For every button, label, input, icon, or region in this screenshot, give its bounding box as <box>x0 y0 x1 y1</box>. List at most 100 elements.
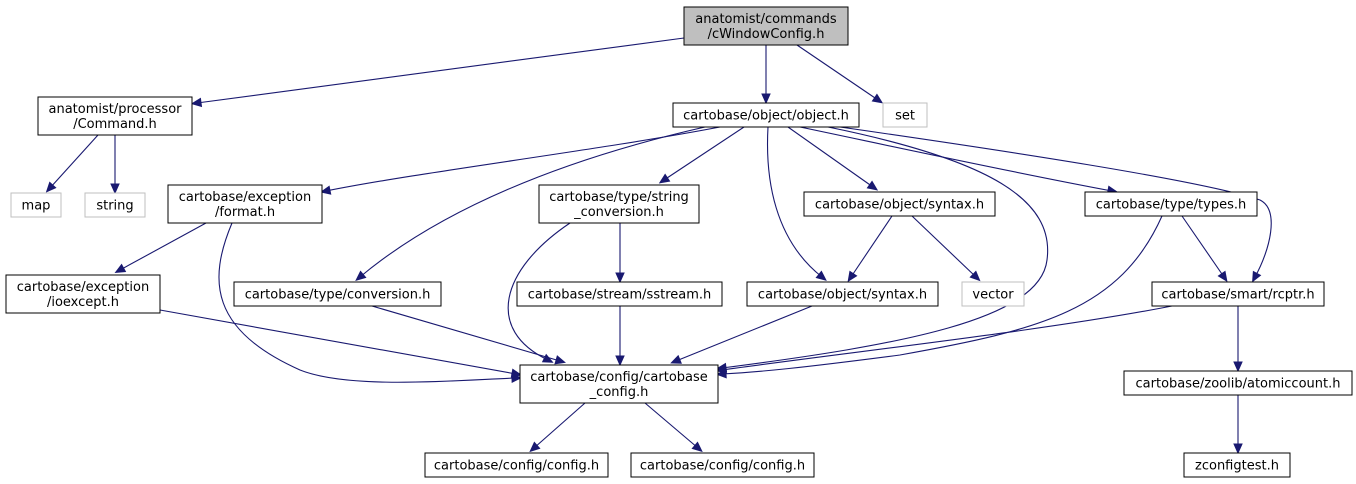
node-box <box>1183 452 1291 478</box>
node-label-line: cartobase/type/conversion.h <box>245 288 431 303</box>
edge-cartobase_config-to-config2 <box>644 402 703 453</box>
edge-line <box>196 37 685 104</box>
edge-line <box>721 305 1173 371</box>
edge-root-to-set <box>796 44 884 104</box>
node-label-line: cartobase/type/string <box>549 190 689 205</box>
node-label-line: cartobase/type/types.h <box>1096 198 1246 213</box>
node-label-line: cartobase/stream/sstream.h <box>528 288 712 303</box>
arrowhead <box>45 181 57 193</box>
edge-object-to-syntax_top <box>787 126 879 191</box>
node-set: set <box>882 102 928 128</box>
node-zconfigtest[interactable]: zconfigtest.h <box>1183 452 1291 478</box>
edge-line <box>767 126 823 278</box>
node-syntax_mid[interactable]: cartobase/object/syntax.h <box>746 281 939 307</box>
edge-syntax_top-to-vector <box>911 215 981 282</box>
arrowhead <box>355 270 367 281</box>
arrowhead <box>670 354 682 364</box>
node-sstream[interactable]: cartobase/stream/sstream.h <box>516 281 723 307</box>
node-box <box>683 6 849 46</box>
edge-root-to-object <box>761 45 771 105</box>
node-label-line: cartobase/exception <box>17 280 149 295</box>
node-label-line: set <box>895 109 915 124</box>
node-command[interactable]: anatomist/processor/Command.h <box>37 96 193 136</box>
edge-ioexcept-to-cartobase_config <box>159 309 523 378</box>
arrowhead <box>615 355 625 367</box>
edge-rcptr-to-cartobase_config <box>715 305 1173 375</box>
node-label-line: cartobase/smart/rcptr.h <box>1161 288 1314 303</box>
edge-line <box>1181 215 1225 278</box>
edge-root-to-command <box>190 37 685 108</box>
edge-types-to-rcptr <box>1181 215 1228 283</box>
arrowhead <box>658 173 671 184</box>
edge-line <box>850 215 893 278</box>
edge-line <box>796 44 879 101</box>
node-box <box>672 102 860 128</box>
node-box <box>630 452 815 478</box>
node-ioexcept[interactable]: cartobase/exception/ioexcept.h <box>5 274 161 314</box>
edge-line <box>533 402 586 449</box>
node-map: map <box>10 192 62 218</box>
edge-line <box>911 215 977 278</box>
edge-line <box>218 222 517 383</box>
node-label-line: cartobase/config/cartobase <box>530 370 708 385</box>
arrowhead <box>114 263 127 273</box>
node-cartobase_config[interactable]: cartobase/config/cartobase_config.h <box>519 364 719 404</box>
node-label-line: cartobase/object/syntax.h <box>758 288 927 303</box>
node-label-line: cartobase/config/config.h <box>434 459 599 474</box>
edge-line <box>371 305 561 362</box>
node-config1[interactable]: cartobase/config/config.h <box>424 452 609 478</box>
arrowhead <box>761 93 771 105</box>
edge-line <box>159 309 517 375</box>
node-box <box>882 102 928 128</box>
edge-syntax_mid-to-cartobase_config <box>670 305 813 364</box>
edge-line <box>787 126 874 188</box>
arrowhead <box>529 441 541 453</box>
edge-line <box>799 126 1113 192</box>
node-syntax_top[interactable]: cartobase/object/syntax.h <box>803 191 996 217</box>
arrowhead <box>1233 443 1243 455</box>
node-box <box>961 281 1025 307</box>
node-label-line: /cWindowConfig.h <box>708 27 825 42</box>
node-types[interactable]: cartobase/type/types.h <box>1084 191 1258 217</box>
node-rcptr[interactable]: cartobase/smart/rcptr.h <box>1151 281 1325 307</box>
node-box <box>424 452 609 478</box>
node-label-line: cartobase/exception <box>179 190 311 205</box>
edge-line <box>839 126 1272 278</box>
edge-object-to-conversion <box>355 126 706 281</box>
node-label-line: anatomist/processor <box>48 102 182 117</box>
edge-line <box>644 402 699 449</box>
nodes-layer: anatomist/commands/cWindowConfig.h anatom… <box>5 6 1353 478</box>
arrowhead <box>969 270 981 282</box>
arrowhead <box>847 270 858 283</box>
node-box <box>746 281 939 307</box>
edge-syntax_top-to-syntax_mid <box>847 215 893 283</box>
node-box <box>516 281 723 307</box>
edge-cartobase_config-to-config1 <box>529 402 586 453</box>
node-format[interactable]: cartobase/exception/format.h <box>167 184 323 224</box>
edge-string_conv-to-sstream <box>615 223 625 284</box>
node-box <box>37 96 193 136</box>
node-label-line: _conversion.h <box>573 205 664 220</box>
arrowhead <box>510 368 523 378</box>
node-root[interactable]: anatomist/commands/cWindowConfig.h <box>683 6 849 46</box>
node-box <box>84 192 146 218</box>
edge-object-to-string_conv <box>658 126 745 184</box>
edge-command-to-string <box>110 135 120 195</box>
node-label-line: map <box>22 199 51 214</box>
node-string_conv[interactable]: cartobase/type/string_conversion.h <box>538 184 700 224</box>
node-config2[interactable]: cartobase/config/config.h <box>630 452 815 478</box>
node-label-line: vector <box>972 288 1014 303</box>
node-label-line: zconfigtest.h <box>1195 459 1279 474</box>
node-conversion[interactable]: cartobase/type/conversion.h <box>233 281 442 307</box>
node-box <box>1123 370 1353 396</box>
node-label-line: /format.h <box>215 205 275 220</box>
edge-line <box>507 222 571 361</box>
node-label-line: cartobase/object/syntax.h <box>815 198 984 213</box>
arrowhead <box>615 272 625 284</box>
edges-layer <box>45 37 1272 455</box>
edge-command-to-map <box>45 134 99 193</box>
node-label-line: string <box>96 199 133 214</box>
edge-format-to-ioexcept <box>114 222 207 273</box>
node-object[interactable]: cartobase/object/object.h <box>672 102 860 128</box>
node-atomiccount[interactable]: cartobase/zoolib/atomiccount.h <box>1123 370 1353 396</box>
